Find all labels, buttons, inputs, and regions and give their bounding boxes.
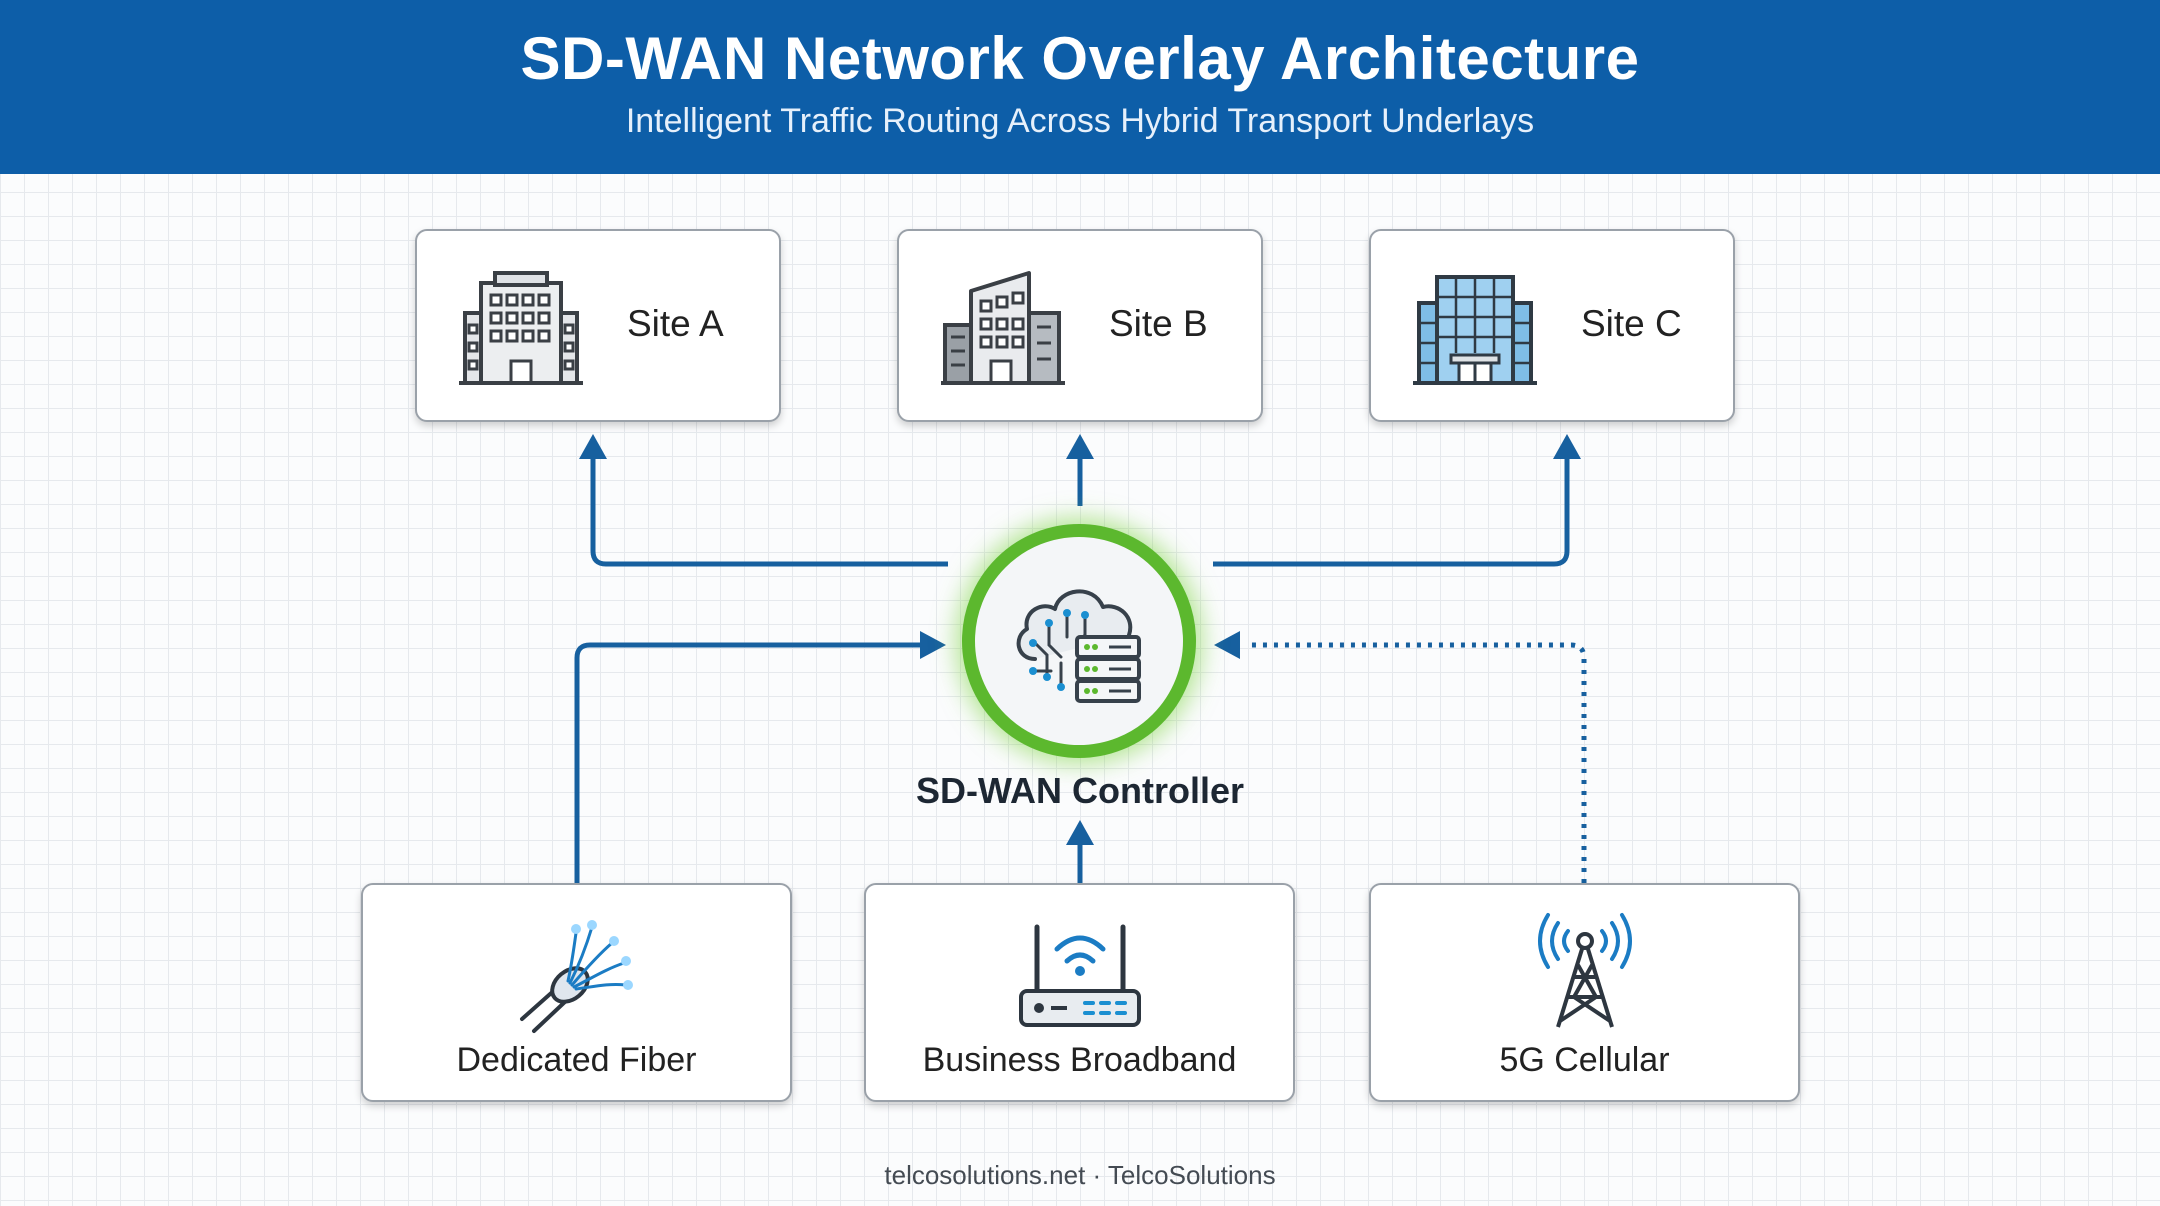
transport-card-fiber[interactable]: Dedicated Fiber	[361, 883, 792, 1102]
office-building-icon	[459, 271, 583, 385]
link-fiber-to-controller	[574, 642, 920, 883]
link-controller-to-site-a	[590, 456, 948, 567]
arrowhead-site-c	[1553, 434, 1581, 459]
transport-card-cellular[interactable]: 5G Cellular	[1369, 883, 1800, 1102]
site-label: Site B	[1109, 303, 1208, 344]
arrowhead-cellular	[1214, 631, 1240, 659]
link-cellular-to-controller	[1248, 642, 1587, 883]
cell-tower-icon	[1537, 913, 1632, 1028]
transport-label: Dedicated Fiber	[456, 1041, 697, 1079]
glass-office-building-icon	[1413, 275, 1537, 385]
transport-card-broadband[interactable]: Business Broadband	[864, 883, 1295, 1102]
arrowhead-site-a	[579, 434, 607, 459]
transport-label: 5G Cellular	[1499, 1041, 1670, 1079]
diagram-title: SD-WAN Network Overlay Architecture	[520, 25, 1640, 92]
header-banner: SD-WAN Network Overlay Architecture Inte…	[0, 0, 2160, 174]
footer-credit: telcosolutions.net · TelcoSolutions	[884, 1160, 1276, 1190]
transport-label: Business Broadband	[922, 1041, 1237, 1079]
site-label: Site A	[627, 303, 724, 344]
arrowhead-fiber	[920, 631, 946, 659]
site-label: Site C	[1581, 303, 1682, 344]
site-card-a[interactable]: Site A	[415, 229, 781, 422]
link-controller-to-site-c	[1213, 456, 1570, 567]
arrowhead-site-b	[1066, 434, 1094, 459]
office-tower-icon	[941, 271, 1065, 385]
diagram-subtitle: Intelligent Traffic Routing Across Hybri…	[625, 102, 1535, 140]
wifi-router-icon	[1018, 924, 1141, 1027]
arrowhead-broadband	[1066, 820, 1094, 845]
site-card-c[interactable]: Site C	[1369, 229, 1735, 422]
cloud-server-icon	[1016, 589, 1141, 703]
controller-label: SD-WAN Controller	[916, 770, 1244, 811]
fiber-optic-cable-icon	[519, 920, 633, 1033]
sd-wan-controller-node[interactable]	[962, 524, 1196, 758]
site-card-b[interactable]: Site B	[897, 229, 1263, 422]
